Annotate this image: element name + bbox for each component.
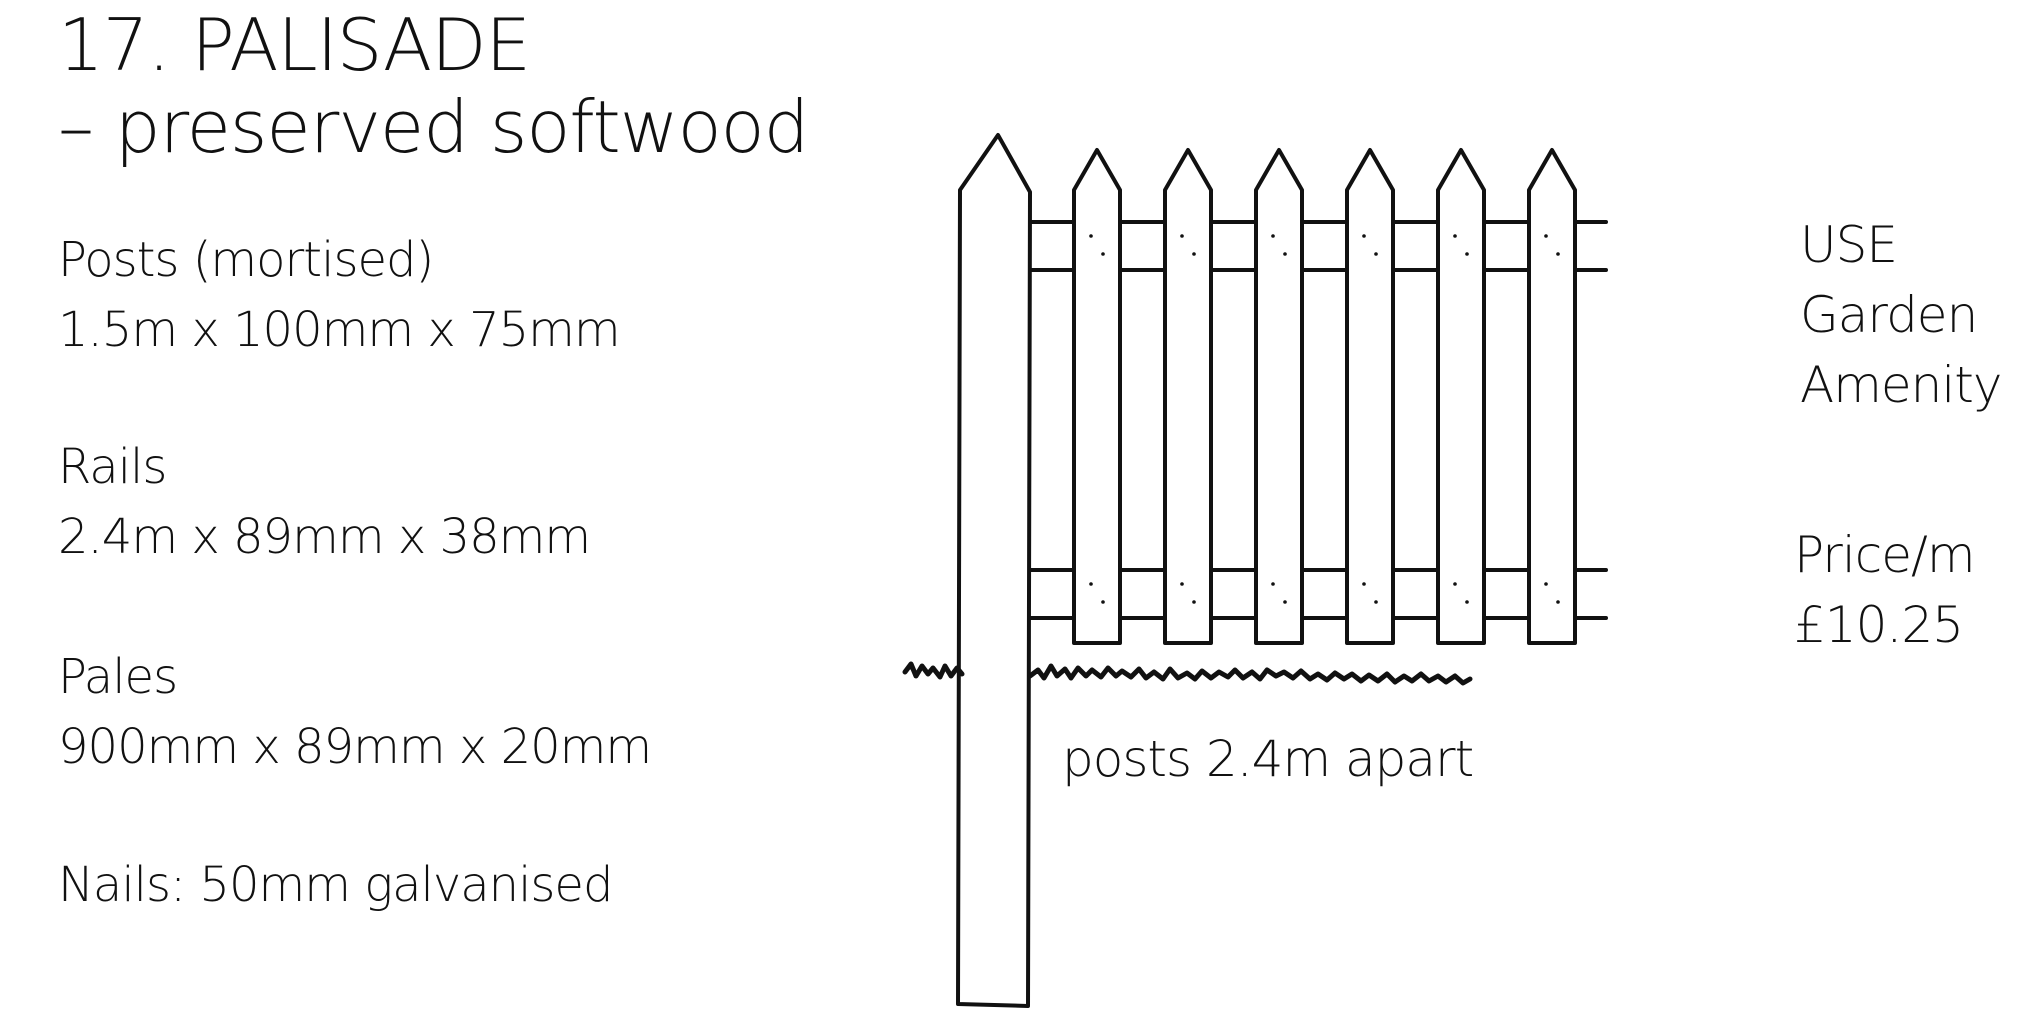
fence-post [956,133,1032,1008]
post-spacing-caption: posts 2.4m apart [1062,730,1474,788]
use-heading: USE [1800,216,1898,274]
nail-dot [1465,252,1469,256]
price-value: £10.25 [1794,596,1964,654]
use-block: USE Garden Amenity [1800,210,2002,420]
title-line-2: – preserved softwood [58,85,809,169]
price-block: Price/m £10.25 [1794,520,1976,660]
price-label: Price/m [1794,526,1976,584]
use-item-garden: Garden [1800,286,1978,344]
pale-6 [1527,148,1577,645]
nail-dot [1556,252,1560,256]
nail-dot [1271,234,1275,238]
nail-dot [1192,600,1196,604]
posts-label: Posts (mortised) [58,232,434,288]
nail-dot [1192,252,1196,256]
pale-3 [1254,148,1304,645]
use-item-amenity: Amenity [1800,356,2002,414]
rails-spec: Rails 2.4m x 89mm x 38mm [58,432,591,572]
ground-line [902,661,1473,686]
posts-dimensions: 1.5m x 100mm x 75mm [58,302,621,358]
nail-dot [1180,582,1184,586]
pale-1 [1072,148,1122,645]
nail-dot [1101,252,1105,256]
nail-dot [1362,582,1366,586]
nail-dot [1544,582,1548,586]
pale-4 [1345,148,1395,645]
nail-dot [1271,582,1275,586]
nail-dot [1374,252,1378,256]
nail-dot [1180,234,1184,238]
nails-spec: Nails: 50mm galvanised [58,857,613,913]
pale-5 [1436,148,1486,645]
nail-dot [1362,234,1366,238]
nail-dot [1544,234,1548,238]
nail-dot [1283,252,1287,256]
nail-dot [1374,600,1378,604]
nail-dot [1089,582,1093,586]
nail-dot [1556,600,1560,604]
nail-dot [1089,234,1093,238]
nail-dot [1453,234,1457,238]
title-line-1: 17. PALISADE [58,3,531,87]
rails-label: Rails [58,439,167,495]
posts-spec: Posts (mortised) 1.5m x 100mm x 75mm [58,225,621,365]
fence-rails [1028,220,1608,620]
rails-dimensions: 2.4m x 89mm x 38mm [58,509,591,565]
pales-label: Pales [58,649,178,705]
pales-dimensions: 900mm x 89mm x 20mm [58,719,652,775]
nail-dot [1465,600,1469,604]
pales-spec: Pales 900mm x 89mm x 20mm [58,642,652,782]
nail-dot [1283,600,1287,604]
pale-2 [1163,148,1213,645]
nail-dot [1101,600,1105,604]
pales-group [1072,148,1577,645]
nail-dot [1453,582,1457,586]
